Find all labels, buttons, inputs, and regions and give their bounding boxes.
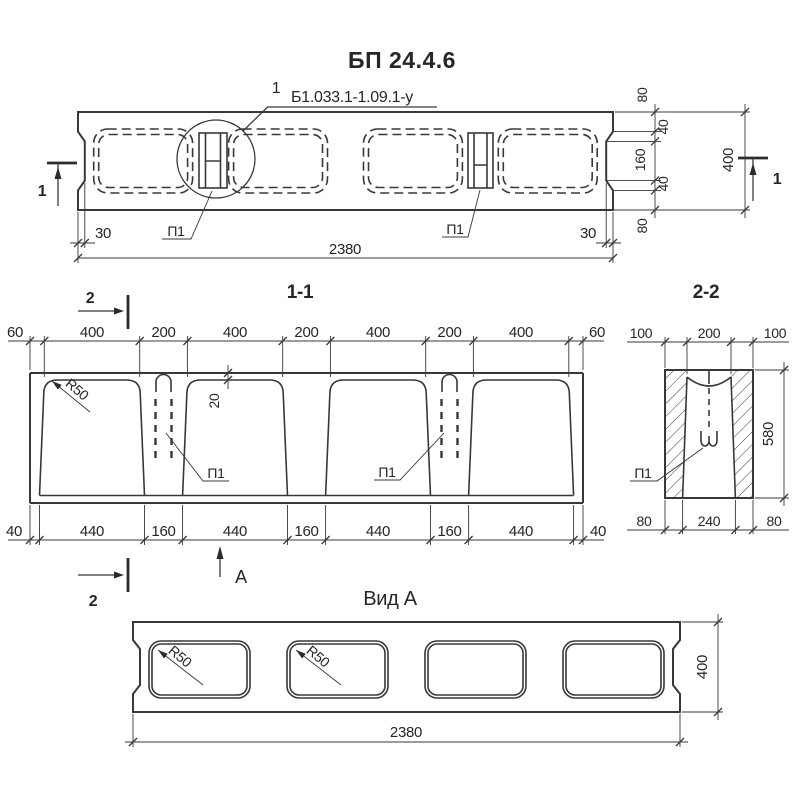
drawing-header: БП 24.4.6 1 Б1.033.1-1.09.1-у [242,47,456,132]
view-a-dim-height: 400 [694,655,711,679]
s22-dim-height: 580 [760,422,777,446]
view-a-openings [148,640,665,699]
view-a-length-dimension: 2380 [125,714,688,747]
section-marker-1-right: 1 [738,156,782,201]
s11-bot-dim-6: 160 [437,523,461,540]
plan-outline [77,111,614,211]
s11-top-dim-6: 200 [437,324,461,341]
section-marker-1-right-label: 1 [773,171,782,188]
plan-right-dimensions: 80 40 160 40 80 400 [606,87,750,233]
s11-bot-dim-5: 440 [366,523,390,540]
view-a-arrow: А [216,546,247,587]
s11-top-dim-8: 60 [589,324,605,341]
section-1-1-title: 1-1 [287,282,314,303]
s11-top-dim-4: 200 [294,324,318,341]
s11-bot-dim-7: 440 [509,523,533,540]
plan-anchor-label-1: П1 [167,223,185,239]
plan-edge-dim-80-bottom: 80 [634,218,650,233]
plan-anchor-label-2: П1 [446,221,464,237]
plan-bottom-dimensions: 30 30 2380 [70,183,621,263]
section-2-2-height-dimension: 580 [755,362,789,506]
plan-anchor-callout-1: П1 [162,190,213,240]
section-2-2-hatch-left [665,370,687,498]
plan-hidden-voids [92,128,598,194]
plan-view: 1 1 П1 П1 30 30 2380 [38,87,782,263]
view-a-title: Вид А [363,588,418,610]
s11-top-dim-0: 60 [7,324,23,341]
view-a-dim-length: 2380 [390,724,422,741]
s11-bot-dim-3: 440 [223,523,247,540]
section-1-1-top-dimensions: 60 400 200 400 200 400 200 400 60 [7,324,605,377]
section-2-2-anchor-hook [700,431,718,447]
view-a-radius-label-1: R50 [166,642,196,671]
s11-top-dim-1: 400 [80,324,104,341]
plan-anchor-plate-2 [467,132,494,189]
s22-bot-dim-0: 80 [637,513,652,529]
s11-bot-dim-0: 40 [6,523,22,540]
s22-top-dim-2: 100 [764,325,787,341]
section-marker-1-left: 1 [38,161,77,206]
detail-callout-number: 1 [272,80,281,97]
s22-top-dim-1: 200 [698,325,721,341]
s22-top-dim-0: 100 [630,325,653,341]
s11-bot-dim-4: 160 [294,523,318,540]
section-1-1-body [29,372,584,504]
view-a-outline [132,621,681,713]
section-2-2-body [664,369,754,499]
s11-bot-dim-8: 40 [590,523,606,540]
section-1-1-anchor-callout-1: П1 [165,432,229,482]
plan-anchor-plate-1 [198,132,228,189]
detail-circle [176,119,256,199]
section-2-2-hatch-right [731,370,753,498]
section-2-2-title: 2-2 [693,282,720,303]
section-1-1-flange-dim: 20 [206,365,233,408]
plan-edge-dim-40-bottom: 40 [655,176,671,191]
section-2-2-void [681,371,737,499]
detail-callout-leader [242,106,437,132]
section-1-1-anchor-label-2: П1 [378,464,396,480]
plan-dim-width: 400 [720,148,737,172]
s11-top-dim-3: 400 [223,324,247,341]
plan-dim-length: 2380 [329,241,361,258]
plan-anchor-callout-2: П1 [442,189,481,238]
cut-marker-2-top: 2 [78,290,130,329]
drawing-title: БП 24.4.6 [348,47,456,73]
section-marker-1-left-label: 1 [38,183,47,200]
section-2-2-anchor-label: П1 [634,465,652,481]
section-1-1-voids [38,379,575,496]
section-1-1-bottom-dimensions: 40 440 160 440 160 440 160 440 40 [6,505,606,545]
plan-dim-30-right: 30 [580,225,596,242]
s22-bot-dim-1: 240 [698,513,721,529]
view-a-radius-label-2: R50 [304,642,334,671]
section-1-1: 1-1 2 20 [6,282,606,610]
detail-callout-series: Б1.033.1-1.09.1-у [291,89,413,106]
s11-top-dim-2: 200 [151,324,175,341]
s11-bot-dim-1: 440 [80,523,104,540]
view-a: Вид А R50 R50 2380 [125,588,723,747]
section-2-2-top-dimensions: 100 200 100 [627,325,789,374]
s22-bot-dim-2: 80 [767,513,782,529]
s11-bot-dim-2: 160 [151,523,175,540]
view-a-radius-callout-2: R50 [295,642,342,686]
plan-edge-dim-40-top: 40 [655,119,671,134]
section-1-1-anchor-callout-2: П1 [374,432,445,481]
plan-edge-dim-160: 160 [632,148,648,171]
cut-marker-2-bottom: 2 [78,558,130,610]
view-a-arrow-label: А [235,567,247,587]
view-a-height-dimension: 400 [682,614,723,720]
section-1-1-dim-20: 20 [206,393,222,408]
plan-edge-dim-80-top: 80 [634,87,650,102]
section-1-1-anchor-label-1: П1 [207,465,225,481]
section-2-2-anchor-callout: П1 [630,447,704,482]
s11-top-dim-7: 400 [509,324,533,341]
view-a-radius-callout-1: R50 [157,642,204,686]
s11-top-dim-5: 400 [366,324,390,341]
section-2-2: 2-2 П1 100 200 100 80 240 80 [627,282,789,535]
plan-dim-30-left: 30 [95,225,111,242]
cut-marker-2-bottom-label: 2 [89,593,98,610]
section-2-2-bottom-dimensions: 80 240 80 [627,500,789,535]
section-1-1-anchor-channels [154,373,459,464]
cut-marker-2-top-label: 2 [86,290,95,307]
